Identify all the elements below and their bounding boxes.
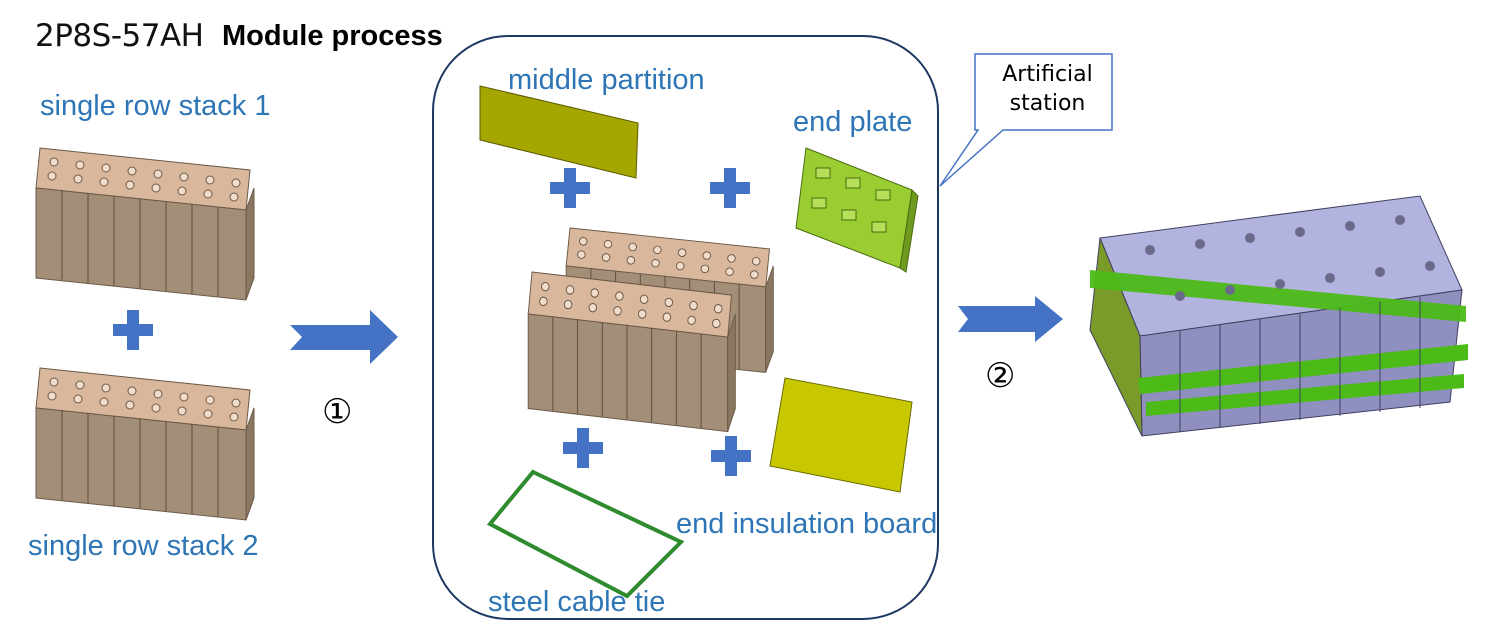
label-stack-2: single row stack 2 xyxy=(28,530,259,562)
label-end-insulation-board: end insulation board xyxy=(676,508,938,540)
end-plate-part xyxy=(795,147,919,273)
steel-cable-tie-part xyxy=(486,469,685,599)
battery-module xyxy=(1089,195,1468,437)
label-end-plate: end plate xyxy=(793,106,913,138)
right-arrow-icon xyxy=(958,296,1063,342)
double-row-stack xyxy=(527,227,774,433)
cell-stack-1 xyxy=(35,147,255,301)
module-code: 2P8S-57AH xyxy=(35,18,204,54)
page-title: Module process xyxy=(222,20,443,52)
label-steel-cable-tie: steel cable tie xyxy=(488,586,666,618)
end-insulation-board-part xyxy=(769,377,913,493)
cell-stack-2 xyxy=(35,367,255,521)
label-stack-1: single row stack 1 xyxy=(40,90,271,122)
callout-line-1: Artificial xyxy=(1002,62,1093,87)
callout-line-2: station xyxy=(1009,91,1086,116)
callout-text: Artificial station xyxy=(985,60,1110,118)
plus-icon xyxy=(710,168,750,208)
plus-icon xyxy=(711,436,751,476)
plus-icon xyxy=(550,168,590,208)
plus-icon xyxy=(563,428,603,468)
step-1-marker: ① xyxy=(322,392,353,432)
label-middle-partition: middle partition xyxy=(508,64,705,96)
step-2-marker: ② xyxy=(985,356,1016,396)
right-arrow-icon xyxy=(290,310,398,364)
middle-partition-part xyxy=(479,85,639,179)
plus-icon xyxy=(113,310,153,350)
